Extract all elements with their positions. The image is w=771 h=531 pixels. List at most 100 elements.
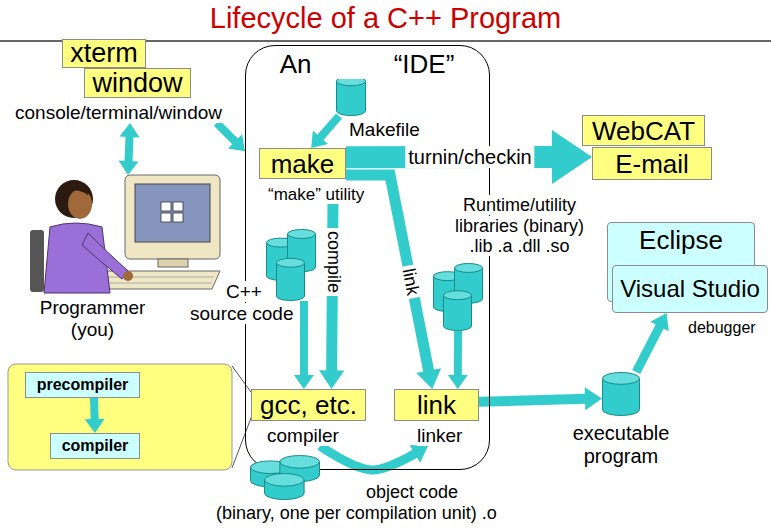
- person-arm: [82, 233, 128, 279]
- flow-arrow: [346, 175, 441, 389]
- cylinder-top: [288, 230, 316, 239]
- box-label: make: [271, 149, 335, 179]
- cylinder: [277, 258, 305, 300]
- flow-arrow: [636, 313, 669, 372]
- cylinder: [337, 77, 366, 116]
- arrow-head: [228, 134, 245, 151]
- flow-arrow: [311, 116, 339, 148]
- arrow-head: [294, 375, 314, 389]
- process-box: gcc, etc.compiler: [251, 389, 366, 421]
- arrow-shaft: [320, 446, 428, 470]
- arrow-head: [85, 419, 105, 433]
- box-label: Visual Studio: [620, 275, 760, 302]
- flow-arrow: [294, 301, 314, 389]
- person-hair: [55, 180, 93, 218]
- cylinder-top: [265, 474, 305, 487]
- object-cylinders: object code (binary, one per compilation…: [250, 455, 320, 500]
- page-title: Lifecycle of a C++ Program: [210, 2, 561, 34]
- process-box: make“make” utility: [259, 148, 346, 179]
- arrow-head: [311, 131, 328, 148]
- arrow-label: compile: [324, 228, 344, 296]
- box-label: window: [92, 68, 182, 98]
- person-hair: [60, 183, 90, 197]
- leader-line: [232, 366, 251, 392]
- keyboard-keys: [100, 283, 212, 284]
- cylinder-top: [603, 373, 640, 385]
- box-label: Eclipse: [639, 225, 723, 255]
- step-box: compiler: [50, 433, 140, 459]
- tool-box: Visual Studiodebugger: [612, 265, 768, 313]
- ide-frame: Makefilemake“make” utilityRuntime/utilit…: [245, 45, 490, 470]
- leader-line: [232, 418, 251, 468]
- chair: [30, 230, 44, 292]
- monitor: [125, 175, 220, 259]
- cylinder-body: [444, 295, 472, 330]
- screen-logo: [173, 202, 183, 211]
- flow-arrow: [319, 204, 344, 389]
- arrow-head: [119, 123, 139, 137]
- cylinder-icon: [602, 372, 640, 416]
- caption: Runtime/utility libraries (binary) .lib …: [455, 195, 584, 256]
- cylinder-top: [277, 258, 305, 267]
- source-cylinders: C++ source code: [266, 229, 316, 301]
- arrow-head: [448, 375, 468, 389]
- screen-logo: [161, 213, 171, 222]
- flow-arrow: [85, 398, 105, 433]
- screen-logo: [161, 202, 171, 211]
- flow-arrow: [119, 123, 140, 175]
- caption: object code (binary, one per compilation…: [216, 482, 497, 523]
- box-label: xterm: [70, 38, 138, 68]
- arrow-shaft: [217, 123, 245, 151]
- cylinder-icon: [433, 263, 483, 331]
- arrow-head: [416, 368, 441, 389]
- box-label: E-mail: [615, 149, 689, 179]
- program-cylinder: executable program: [602, 372, 640, 416]
- arrow-head: [119, 161, 139, 175]
- box-label: link: [417, 390, 456, 420]
- caption: console/terminal/window: [15, 102, 222, 123]
- caption: linker: [417, 425, 462, 446]
- arrow-shaft: [479, 398, 602, 401]
- programmer-illustration: [30, 175, 220, 293]
- programmer-figure: Programmer (you): [30, 175, 230, 295]
- terminal-box: windowconsole/terminal/window: [84, 68, 191, 98]
- flow-arrow: [217, 123, 245, 151]
- arrow-shaft: [346, 175, 432, 389]
- frame-heading: An “IDE”: [280, 49, 455, 79]
- cylinder-icon: [250, 455, 320, 500]
- monitor-stand: [158, 259, 188, 267]
- caption: executable program: [573, 422, 670, 467]
- screen-logo: [173, 213, 183, 222]
- arrow-label: turnin/checkin: [405, 146, 534, 168]
- caption: Programmer (you): [40, 297, 146, 340]
- caption: “make” utility: [268, 185, 364, 204]
- flow-arrow: [448, 331, 468, 389]
- flow-arrow: [320, 445, 428, 470]
- screen: [135, 184, 210, 242]
- box-label: precompiler: [37, 376, 129, 393]
- service-box: WebCAT: [582, 115, 705, 146]
- arrow-label: link: [398, 264, 424, 300]
- cylinder: [603, 373, 640, 416]
- cylinder-icon: [336, 76, 366, 116]
- library-cylinders: Runtime/utility libraries (binary) .lib …: [433, 263, 483, 331]
- cylinder-body: [337, 81, 366, 115]
- caption: Makefile: [349, 119, 420, 140]
- person-hand: [123, 271, 133, 281]
- terminal-box: xterm: [62, 39, 146, 68]
- file-cylinder: Makefile: [336, 76, 366, 116]
- cylinder: [444, 291, 472, 331]
- service-box: E-mail: [592, 147, 712, 180]
- caption: C++ source code: [190, 281, 294, 324]
- cylinder-body: [277, 263, 305, 301]
- arrow-head: [319, 370, 344, 389]
- cylinder: [265, 474, 305, 500]
- arrow-shaft: [311, 116, 339, 148]
- arrow-head: [410, 445, 428, 463]
- box-label: gcc, etc.: [260, 390, 357, 420]
- flow-arrow: [479, 387, 602, 410]
- step-box: precompiler: [25, 372, 140, 398]
- arrow-head: [650, 313, 668, 331]
- box-label: WebCAT: [592, 116, 695, 146]
- cylinder-top: [280, 456, 320, 469]
